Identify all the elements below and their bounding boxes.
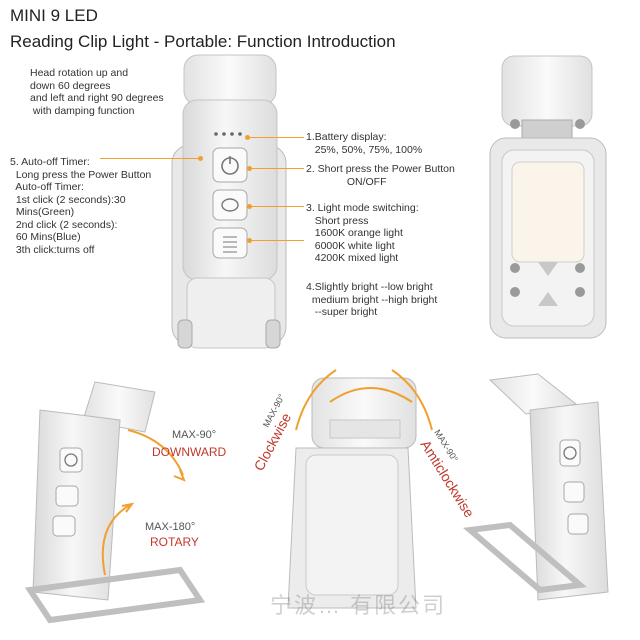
front-view-device xyxy=(171,54,287,349)
brightness-note: 4.Slightly bright --low bright medium br… xyxy=(306,281,438,318)
battery-led-icon xyxy=(238,132,242,136)
power-note: 2. Short press the Power Button ON/OFF xyxy=(306,163,455,188)
product-title: MINI 9 LED xyxy=(10,6,98,25)
rotary-label: ROTARY xyxy=(150,535,199,549)
rotation-arrow-icon xyxy=(127,429,184,476)
page-subtitle: Reading Clip Light - Portable: Function … xyxy=(10,32,396,51)
battery-note: 1.Battery display: 25%, 50%, 75%, 100% xyxy=(306,131,423,156)
battery-leader-dot xyxy=(245,135,250,140)
timer-leader-dot xyxy=(198,156,203,161)
back-view-device xyxy=(489,55,607,339)
power-icon xyxy=(563,446,577,460)
downward-label: DOWNWARD xyxy=(152,445,227,459)
max90-label: MAX-90° xyxy=(172,429,216,441)
mode-leader-line xyxy=(250,206,304,207)
mode-leader-dot xyxy=(247,204,252,209)
watermark: 宁波… 有限公司 xyxy=(270,593,447,618)
power-leader-line xyxy=(250,168,304,169)
brightness-leader-line xyxy=(250,240,304,241)
rotation-arrow-icon xyxy=(101,504,131,576)
head-rotation-device xyxy=(287,369,433,609)
head-rotation-note: Head rotation up and down 60 degrees and… xyxy=(30,67,164,117)
battery-led-icon xyxy=(214,132,218,136)
mode-cycle-icon xyxy=(221,198,239,206)
brightness-button xyxy=(212,227,248,259)
battery-led-icon xyxy=(230,132,234,136)
side-view-rotated-device xyxy=(462,373,609,601)
max180-label: MAX-180° xyxy=(145,521,195,533)
up-arrow-icon xyxy=(538,292,558,306)
power-icon xyxy=(64,453,78,467)
battery-leader-line xyxy=(248,137,304,138)
down-arrow-icon xyxy=(538,262,558,276)
power-leader-dot xyxy=(247,166,252,171)
mode-button xyxy=(212,189,248,221)
power-button xyxy=(212,147,248,183)
rotation-arrow-icon xyxy=(329,387,413,403)
brightness-leader-dot xyxy=(247,238,252,243)
timer-leader-line xyxy=(100,158,200,159)
battery-led-icon xyxy=(222,132,226,136)
side-view-downward-device xyxy=(24,381,206,624)
timer-note: 5. Auto-off Timer: Long press the Power … xyxy=(10,156,152,256)
mode-note: 3. Light mode switching: Short press 160… xyxy=(306,202,419,264)
